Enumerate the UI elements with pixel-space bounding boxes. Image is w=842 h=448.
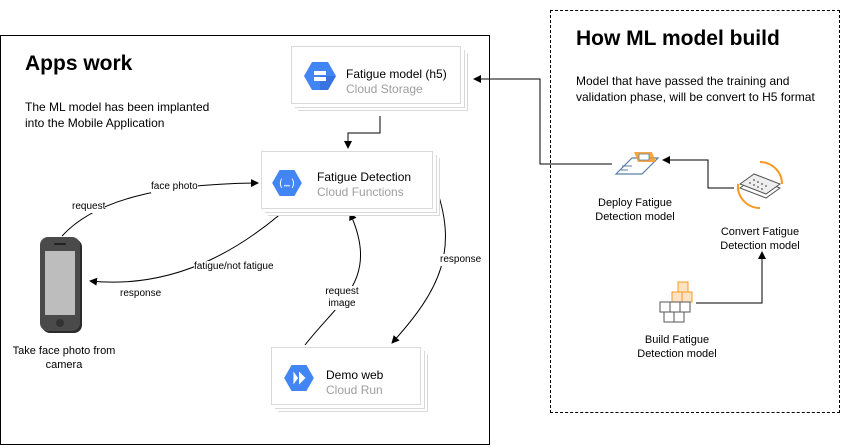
run-name: Demo web bbox=[326, 368, 384, 382]
label-response-left: response bbox=[120, 288, 162, 300]
mobile-phone-icon bbox=[40, 237, 82, 333]
label-response-right: response bbox=[440, 254, 482, 266]
edge-functions-to-phone bbox=[89, 191, 306, 286]
functions-name: Fatigue Detection bbox=[317, 170, 412, 184]
ml-build-description: Model that have passed the training and … bbox=[576, 74, 815, 104]
edge-build-to-convert bbox=[696, 251, 766, 304]
cloud-run-node[interactable]: Demo web Cloud Run bbox=[271, 347, 421, 405]
cloud-run-icon bbox=[284, 365, 314, 391]
phone-caption: Take face photo from camera bbox=[12, 345, 116, 371]
edge-storage-to-functions bbox=[344, 116, 381, 149]
svg-text:(…): (…) bbox=[278, 179, 296, 190]
edge-convert-to-deploy bbox=[662, 156, 734, 189]
build-caption: Build Fatigue Detection model bbox=[637, 334, 717, 360]
cloud-storage-node[interactable]: Fatigue model (h5) Cloud Storage bbox=[291, 46, 461, 104]
ml-build-title: How ML model build bbox=[576, 27, 780, 50]
edge-phone-to-functions bbox=[61, 179, 259, 237]
apps-work-description: The ML model has been implanted into the… bbox=[25, 100, 210, 130]
deploy-caption: Deploy Fatigue Detection model bbox=[595, 197, 675, 223]
apps-work-panel bbox=[0, 35, 490, 445]
apps-work-title: Apps work bbox=[25, 52, 133, 75]
cloud-storage-icon bbox=[304, 62, 336, 90]
edge-run-to-functions bbox=[304, 212, 361, 346]
run-service: Cloud Run bbox=[326, 383, 383, 397]
deploy-model-icon bbox=[614, 152, 660, 175]
ml-build-panel bbox=[550, 10, 840, 413]
label-fatigue-result: fatigue/not fatigue bbox=[194, 261, 274, 273]
label-request: request bbox=[72, 201, 106, 213]
build-model-icon bbox=[659, 281, 693, 323]
storage-name: Fatigue model (h5) bbox=[346, 67, 447, 81]
edge-functions-to-run bbox=[391, 181, 446, 344]
label-face-photo: face photo bbox=[151, 181, 198, 193]
convert-caption: Convert Fatigue Detection model bbox=[720, 226, 800, 252]
functions-service: Cloud Functions bbox=[317, 185, 404, 199]
storage-service: Cloud Storage bbox=[346, 82, 423, 96]
label-request-image: request image bbox=[325, 286, 359, 310]
convert-model-icon bbox=[736, 161, 783, 210]
cloud-functions-node[interactable]: (…) Fatigue Detection Cloud Functions bbox=[261, 151, 433, 209]
edge-deploy-to-storage bbox=[473, 75, 612, 165]
cloud-functions-icon: (…) bbox=[272, 170, 302, 196]
